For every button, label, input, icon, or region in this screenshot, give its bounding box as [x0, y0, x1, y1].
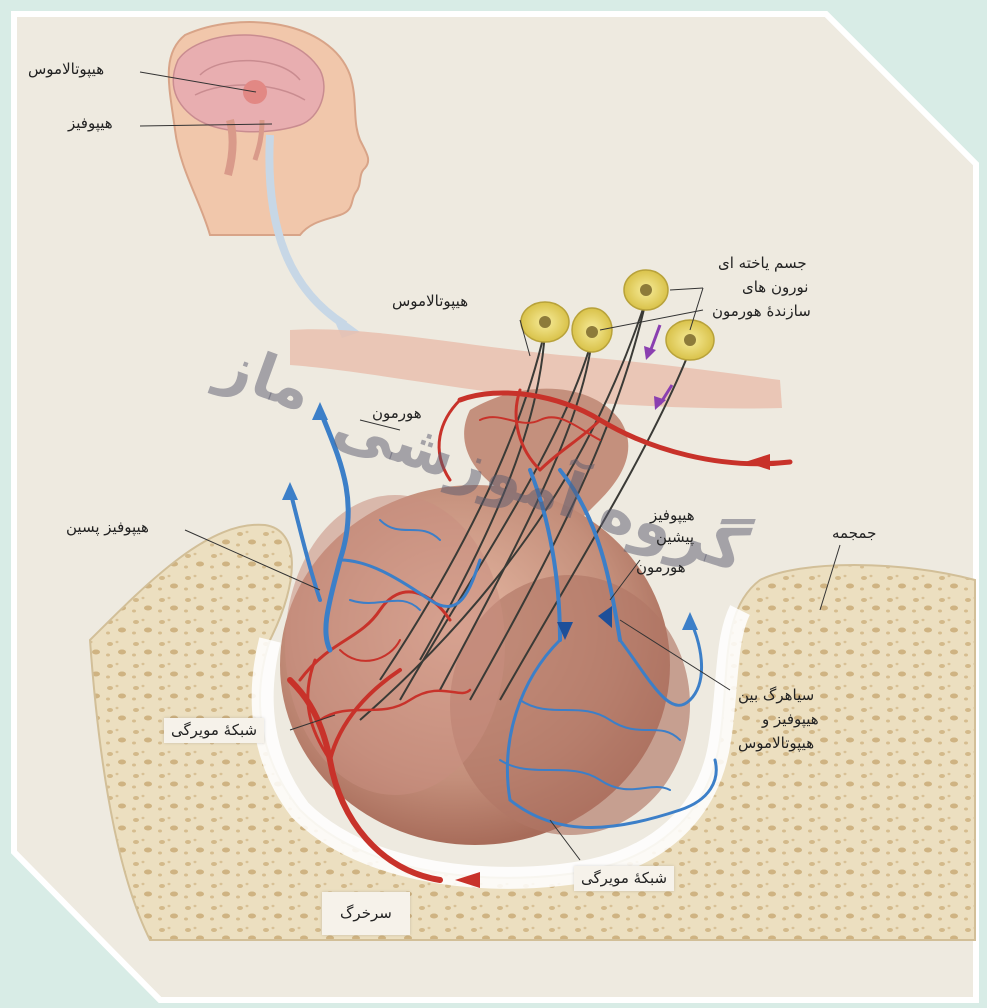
- label-hormone-anterior: هورمون: [636, 558, 686, 577]
- label-hypothalamus: هیپوتالاموس: [392, 292, 468, 311]
- label-portal-line1: سیاهرگ بین: [738, 686, 814, 705]
- label-artery: سرخرگ: [322, 892, 410, 935]
- label-hormone-top: هورمون: [372, 404, 422, 423]
- label-portal-line3: هیپوتالاموس: [738, 734, 814, 753]
- label-head-hypothalamus: هیپوتالاموس: [28, 60, 104, 79]
- label-capillary-left: شبکهٔ مویرگی: [164, 718, 264, 743]
- label-cell-body-line3: سازندهٔ هورمون: [712, 302, 811, 321]
- label-anterior-line1: هیپوفیز: [650, 506, 695, 525]
- label-capillary-right: شبکهٔ مویرگی: [574, 866, 674, 891]
- label-head-pituitary: هیپوفیز: [68, 114, 113, 133]
- label-portal-line2: هیپوفیز و: [762, 710, 819, 729]
- label-anterior-line2: پیشین: [656, 528, 694, 547]
- label-posterior-pituitary: هیپوفیز پسین: [66, 518, 149, 537]
- label-cell-body-line2: نورون های: [742, 278, 808, 297]
- label-cell-body-line1: جسم یاخته ای: [718, 254, 807, 273]
- label-skull: جمجمه: [832, 524, 876, 543]
